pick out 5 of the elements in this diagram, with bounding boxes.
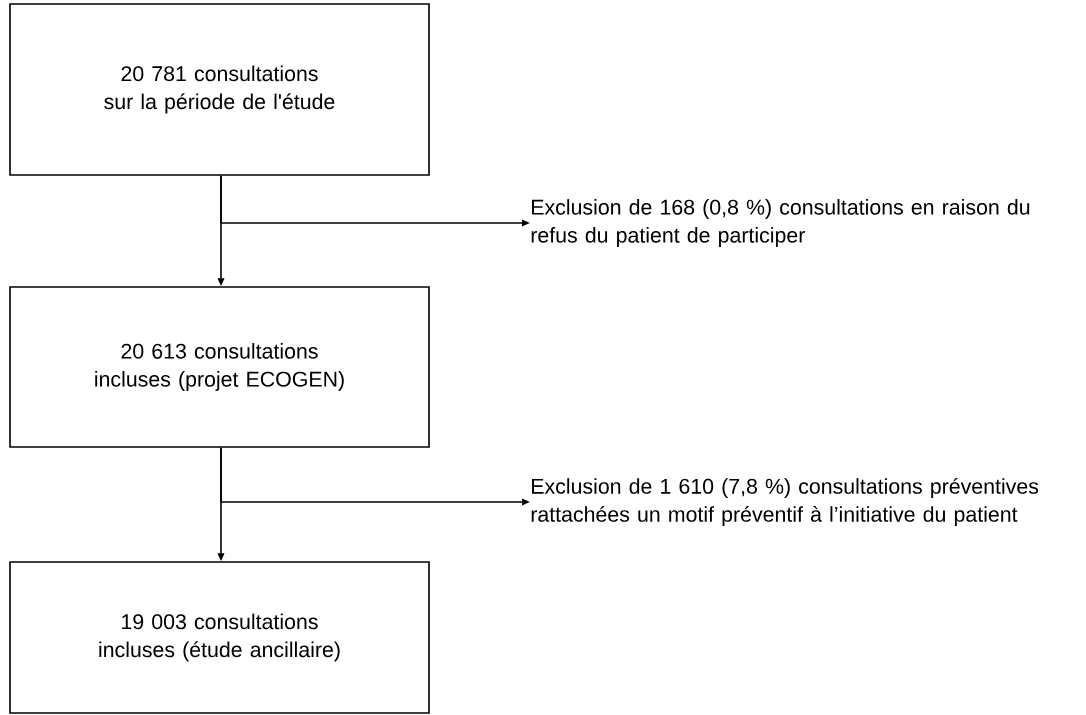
exclusion-note: Exclusion de 1 610 (7,8 %) consultations préventives rattachées un motif préventif à l’initiative du patient (531, 477, 1039, 527)
process-box: 20 613 consultations incluses (projet ECOGEN) (9, 286, 430, 448)
process-box: 19 003 consultations incluses (étude ancillaire) (9, 561, 430, 714)
process-box: 20 781 consultations sur la période de l'étude (9, 3, 430, 176)
exclusion-note: Exclusion de 168 (0,8 %) consultations en raison du refus du patient de participer (531, 199, 1030, 247)
